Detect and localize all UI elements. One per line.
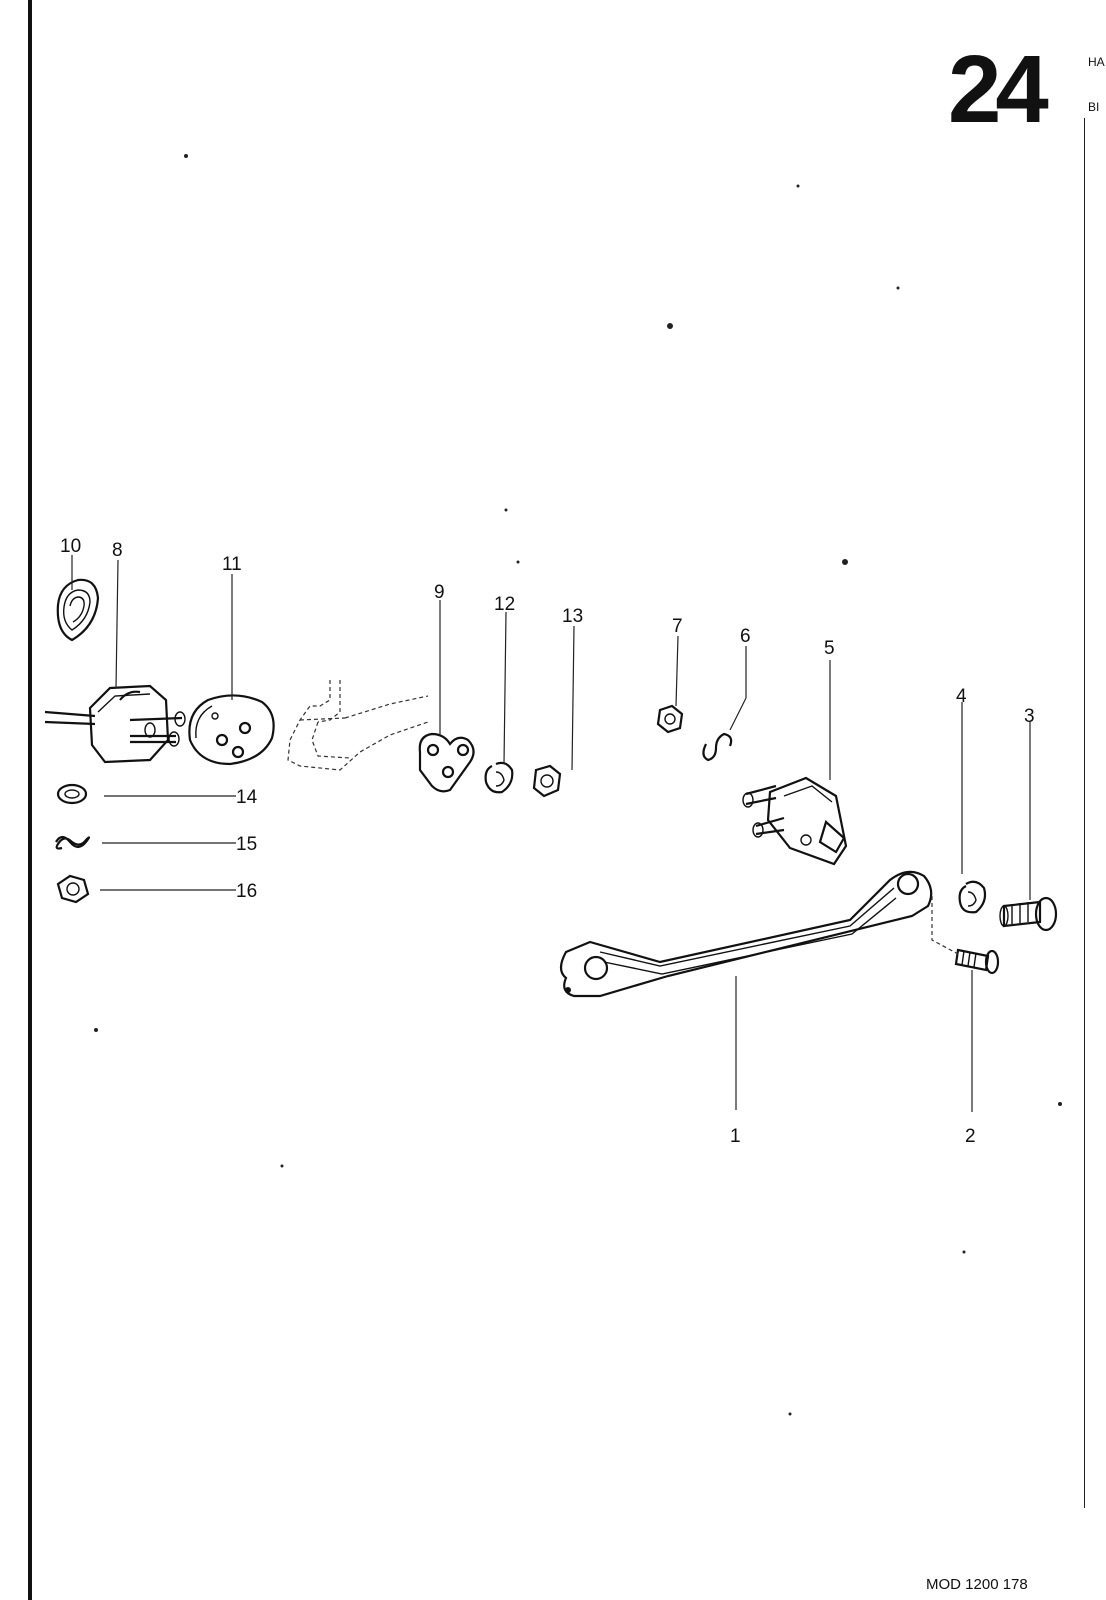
leader-lines	[71, 555, 1031, 1112]
model-code: MOD 1200 178	[926, 1576, 1028, 1593]
callout-5: 5	[824, 638, 835, 659]
side-text-upper: HA	[1088, 55, 1105, 69]
callout-15: 15	[236, 834, 257, 855]
part-12-washer	[484, 761, 514, 794]
part-13-nut	[532, 764, 562, 798]
callout-6: 6	[740, 626, 751, 647]
part-14-washer	[56, 783, 88, 805]
callout-11: 11	[222, 554, 242, 575]
part-2-small-bolt	[931, 896, 1000, 975]
scan-specks	[94, 154, 1062, 1416]
callout-7: 7	[672, 616, 683, 637]
callout-10: 10	[60, 536, 81, 557]
part-3-bolt	[999, 896, 1058, 932]
callout-13: 13	[562, 606, 583, 627]
part-7-small-nut	[656, 704, 684, 734]
part-1-link-arm	[559, 870, 933, 998]
part-9-plate	[418, 732, 475, 793]
right-margin-rule	[1084, 118, 1085, 1508]
side-text-lower: BI	[1088, 100, 1100, 114]
phantom-bracket	[287, 680, 429, 771]
callout-8: 8	[112, 540, 123, 561]
part-5-switch	[742, 776, 848, 866]
callout-2: 2	[965, 1126, 976, 1147]
part-15-clip	[55, 835, 91, 850]
callout-16: 16	[236, 881, 257, 902]
part-10-grommet	[56, 578, 100, 642]
part-4-washer	[958, 880, 987, 914]
callout-3: 3	[1024, 706, 1035, 727]
part-6-clip	[702, 732, 733, 762]
callout-12: 12	[494, 594, 515, 615]
page-number: 24	[948, 36, 1049, 143]
callout-4: 4	[956, 686, 967, 707]
callout-14: 14	[236, 787, 258, 808]
part-11-socket	[188, 694, 275, 766]
part-8-connector	[44, 684, 186, 764]
callout-1: 1	[730, 1126, 741, 1147]
callout-labels: 1 2 3 4 5 6 7 8 9 10 11 12 13 14 15 16	[60, 536, 1035, 1147]
part-16-nut	[56, 874, 90, 904]
callout-9: 9	[434, 582, 445, 603]
left-margin-rule	[28, 0, 32, 1600]
